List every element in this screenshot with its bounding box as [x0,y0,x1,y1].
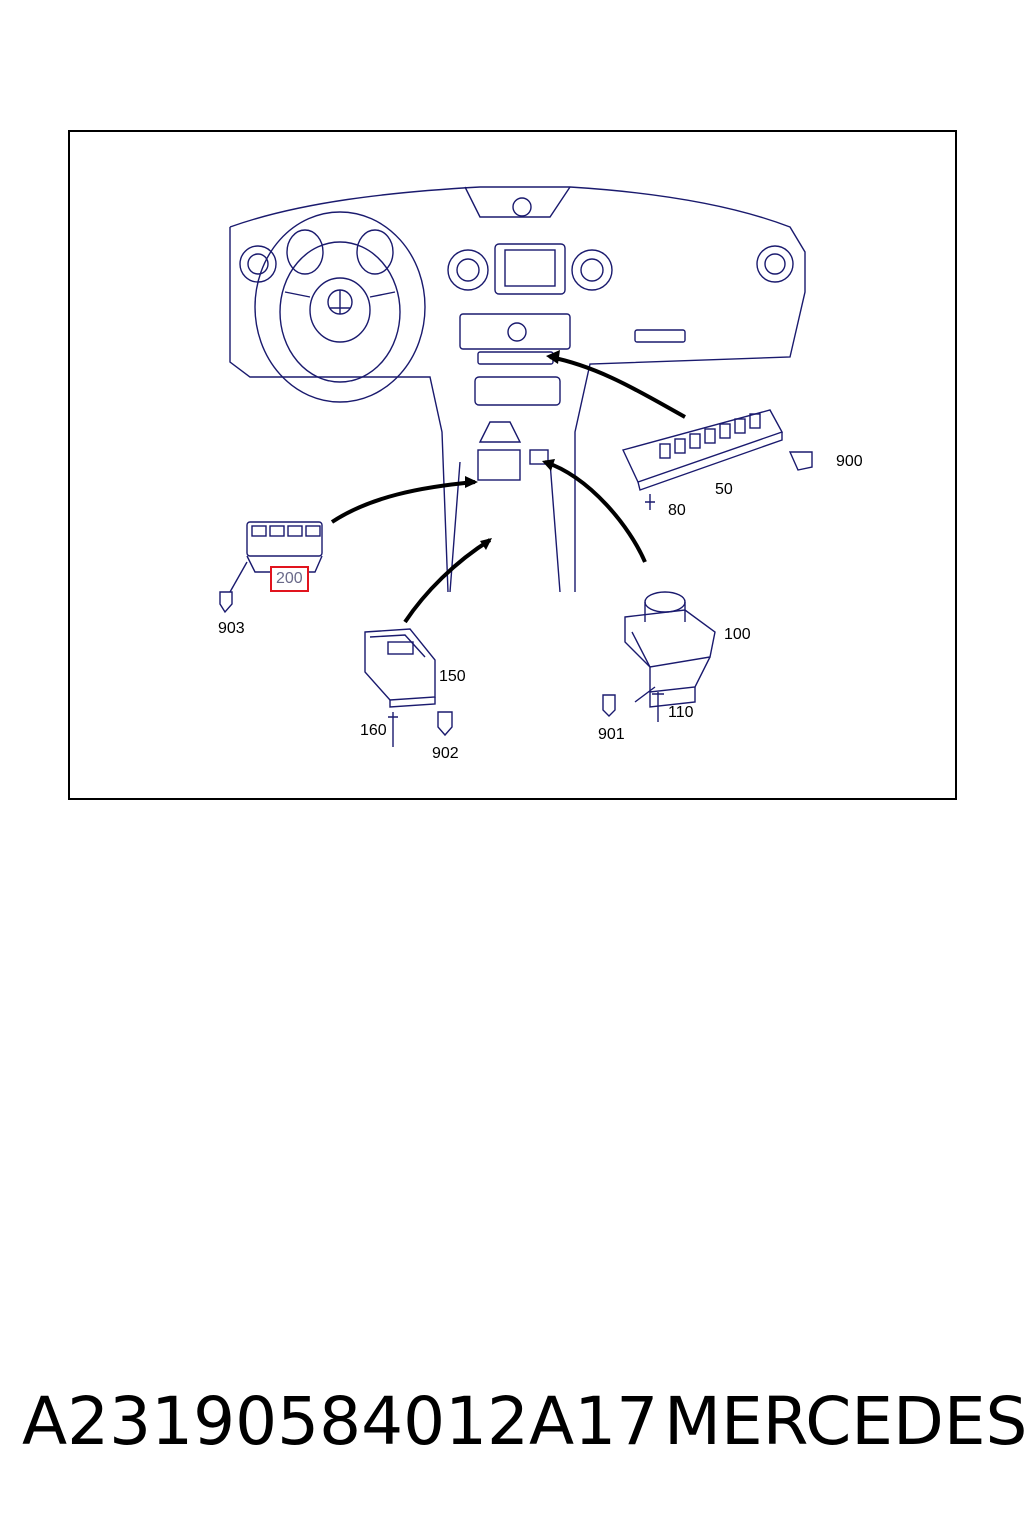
callout-903: 903 [218,620,245,637]
component-50-switch-panel [622,409,813,510]
component-100-rotary-controller [602,591,716,722]
callout-80: 80 [668,502,686,519]
diagram-frame: 50 80 900 200 903 150 160 902 100 110 90… [68,130,957,800]
component-150-module [364,628,453,747]
callout-200-highlighted[interactable]: 200 [270,566,309,592]
dashboard-illustration [229,186,806,593]
callout-160: 160 [360,722,387,739]
steering-wheel-illustration [254,211,426,403]
callout-50: 50 [715,481,733,498]
callout-902: 902 [432,745,459,762]
callout-900: 900 [836,453,863,470]
dashboard-diagram [219,186,813,747]
footer-part-number: A23190584012A17 [22,1383,659,1460]
callout-901: 901 [598,726,625,743]
callout-110: 110 [668,704,694,721]
callout-150: 150 [439,668,466,685]
assembly-arrows [330,355,686,624]
arrowheads [465,350,560,550]
footer-brand: MERCEDES [664,1383,1024,1460]
callout-100: 100 [724,626,751,643]
